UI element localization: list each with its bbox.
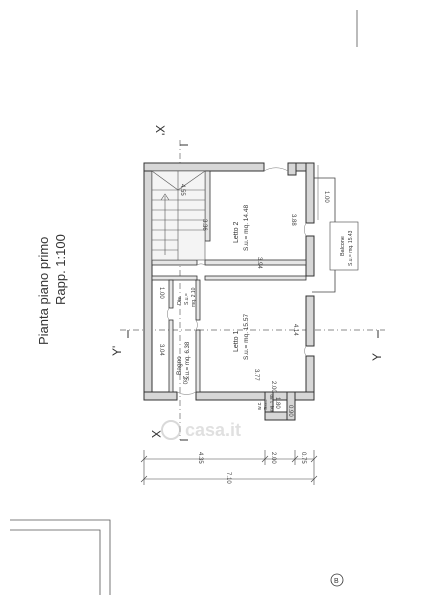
room-balcone-area: S.u.= mq. 15.43 bbox=[348, 230, 354, 266]
dim-wc-b: 2.00 bbox=[270, 381, 276, 393]
room-letto2-area: S.u.= mq. 14.48 bbox=[243, 205, 250, 251]
room-letto2-name: Letto 2 bbox=[233, 221, 240, 243]
room-wc-area2: mq. 1.80 bbox=[269, 394, 274, 412]
room-bagno: Bagno S.u.= mq. 6.38 bbox=[176, 341, 191, 381]
room-balcone-name: Balcone bbox=[340, 236, 346, 256]
plan-title: Pianta piano primo bbox=[36, 237, 51, 345]
room-wc-area: S.u.= bbox=[263, 399, 268, 410]
room-bagno-name: Bagno bbox=[176, 356, 183, 375]
dim-bedroom1-len: 4.14 bbox=[292, 324, 298, 336]
room-dis-area: S.u.= bbox=[184, 293, 190, 305]
dim-bedroom-width: 3.94 bbox=[256, 257, 262, 269]
room-dis-area2: mq. 2.10 bbox=[191, 287, 197, 307]
page-marker-circle bbox=[330, 573, 344, 587]
frame-corner-inner bbox=[10, 529, 101, 595]
plan-scale: Rapp. 1:100 bbox=[53, 234, 68, 305]
watermark-logo-icon bbox=[161, 420, 181, 440]
dim-wc-e: 2.0 bbox=[181, 376, 187, 385]
interior-walls bbox=[151, 170, 307, 393]
section-label-x-top: X' bbox=[153, 125, 167, 135]
dim-wc-c: 0.90 bbox=[287, 405, 293, 417]
room-wc: w.c. S.u.= mq. 1.80 bbox=[257, 394, 274, 412]
dim-overall-c: 0.75 bbox=[300, 452, 306, 464]
dim-stair-a: 4.55 bbox=[179, 184, 185, 196]
room-dis: Dis. S.u.= mq. 2.10 bbox=[177, 287, 197, 307]
room-letto2: Letto 2 S.u.= mq. 14.48 bbox=[233, 205, 250, 251]
dimension-chain-bottom bbox=[140, 450, 318, 485]
dim-wc-a: 3.77 bbox=[253, 369, 259, 381]
staircase bbox=[151, 170, 206, 261]
room-bagno-area: S.u.= mq. 6.38 bbox=[185, 341, 191, 381]
watermark-text: casa.it bbox=[185, 420, 241, 440]
dim-bedroom2-depth: 3.88 bbox=[290, 214, 296, 226]
door-swings bbox=[167, 167, 307, 395]
dim-bathroom-len: 3.04 bbox=[158, 344, 164, 356]
title-block: Pianta piano primo Rapp. 1:100 bbox=[36, 234, 68, 345]
balcony-label-box bbox=[329, 221, 359, 271]
section-label-y-right: Y bbox=[370, 353, 384, 361]
frame-corner-outer bbox=[10, 519, 111, 595]
dim-stair-b: 3.36 bbox=[201, 219, 207, 231]
section-label-x-bottom: X bbox=[149, 430, 163, 438]
room-letto1: Letto 1 S.u.= mq. 15.57 bbox=[233, 314, 250, 360]
watermark: casa.it bbox=[161, 420, 241, 440]
dim-overall-b: 2.00 bbox=[270, 452, 276, 464]
dim-corridor-width: 1.00 bbox=[158, 287, 164, 299]
exterior-walls bbox=[143, 162, 315, 421]
room-letto1-name: Letto 1 bbox=[233, 330, 240, 352]
room-balcone: Balcone S.u.= mq. 15.43 bbox=[340, 230, 354, 266]
room-letto1-area: S.u.= mq. 15.57 bbox=[243, 314, 250, 360]
page-marker-label: B bbox=[334, 578, 339, 585]
room-dis-name: Dis. bbox=[177, 295, 183, 305]
section-label-y-left: Y' bbox=[110, 346, 124, 356]
dim-wc-d: 1.80 bbox=[274, 397, 280, 409]
room-wc-name: w.c. bbox=[257, 401, 263, 410]
dim-overall-total: 7.10 bbox=[225, 472, 231, 484]
dim-overall-a: 4.35 bbox=[197, 452, 203, 464]
dim-balcony-width: 1.00 bbox=[323, 191, 329, 203]
